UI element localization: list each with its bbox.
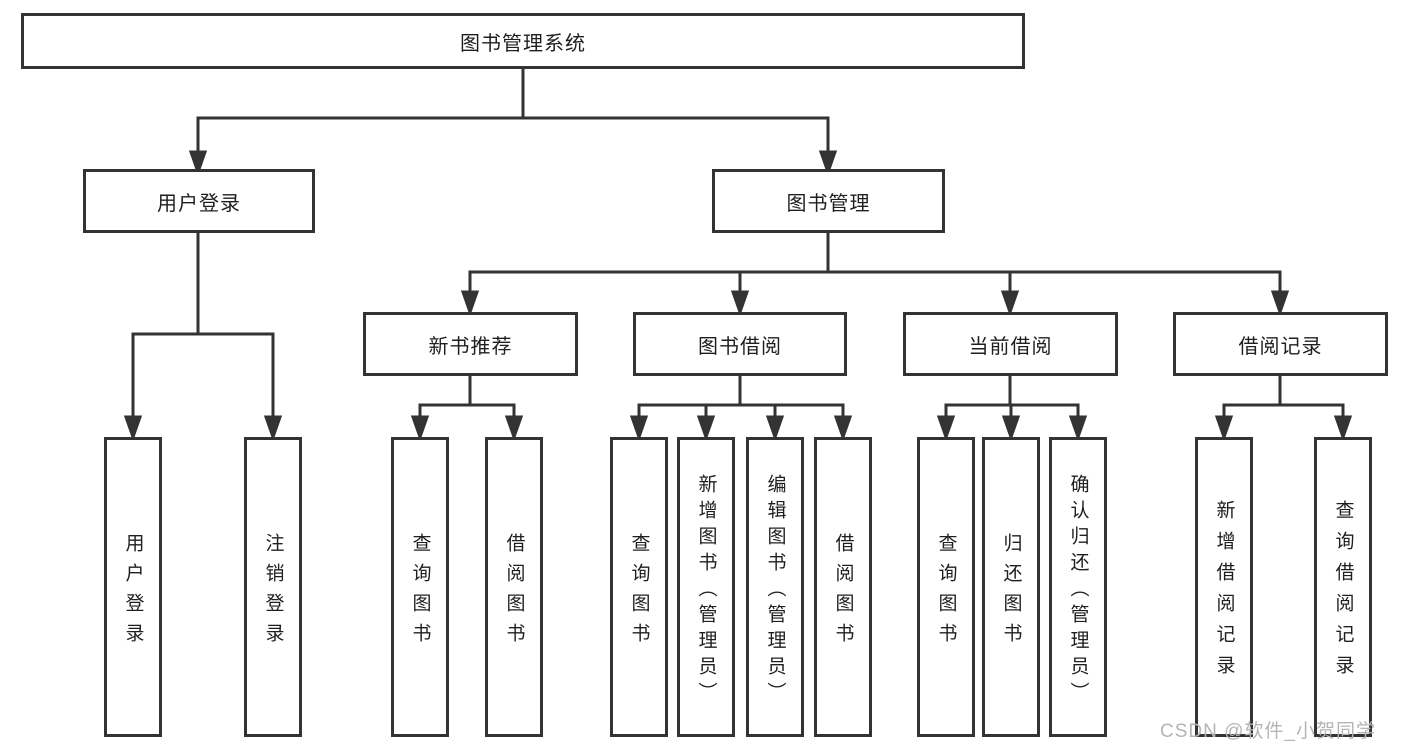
- node-new-books: 新书推荐: [363, 312, 578, 376]
- leaf-new-books-borrow: 借阅图书: [485, 437, 543, 737]
- leaf-current-query: 查询图书: [917, 437, 975, 737]
- leaf-new-books-query: 查询图书: [391, 437, 449, 737]
- leaf-add-book-admin: 新增图书（管理员）: [677, 437, 735, 737]
- leaf-borrow-query: 查询图书: [610, 437, 668, 737]
- leaf-user-login: 用户登录: [104, 437, 162, 737]
- leaf-edit-book-admin: 编辑图书（管理员）: [746, 437, 804, 737]
- leaf-add-record: 新增借阅记录: [1195, 437, 1253, 737]
- connector-root-to-level2: [188, 69, 838, 177]
- node-user-login: 用户登录: [83, 169, 315, 233]
- connector-book-mgmt-to-level3: [460, 233, 1290, 317]
- leaf-query-record: 查询借阅记录: [1314, 437, 1372, 737]
- connector-borrow-records-children: [1214, 376, 1353, 442]
- watermark: CSDN @软件_小贺同学: [1160, 721, 1376, 742]
- node-borrow-records: 借阅记录: [1173, 312, 1388, 376]
- connector-new-books-children: [410, 376, 524, 442]
- leaf-borrow-book: 借阅图书: [814, 437, 872, 737]
- connector-current-borrow-children: [936, 376, 1088, 442]
- connector-book-borrow-children: [629, 376, 853, 442]
- node-current-borrow: 当前借阅: [903, 312, 1118, 376]
- node-root: 图书管理系统: [21, 13, 1025, 69]
- node-book-borrow: 图书借阅: [633, 312, 847, 376]
- leaf-logout: 注销登录: [244, 437, 302, 737]
- node-book-mgmt: 图书管理: [712, 169, 945, 233]
- leaf-return-book: 归还图书: [982, 437, 1040, 737]
- leaf-confirm-return-admin: 确认归还（管理员）: [1049, 437, 1107, 737]
- connector-user-login-children: [123, 233, 283, 442]
